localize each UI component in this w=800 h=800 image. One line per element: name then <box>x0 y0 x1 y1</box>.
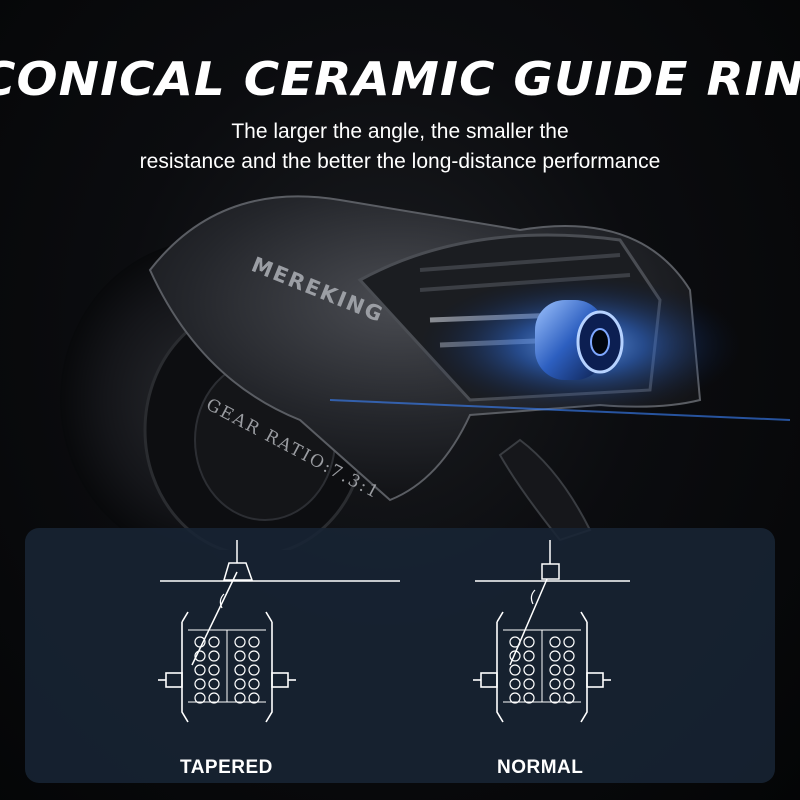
normal-diagram <box>473 540 630 723</box>
tapered-spool-icon <box>158 611 296 723</box>
comparison-panel <box>25 528 775 783</box>
tapered-guide-icon <box>222 562 254 581</box>
normal-spool-icon <box>473 611 611 723</box>
subtitle-line-1: The larger the angle, the smaller the <box>231 120 569 143</box>
tapered-diagram <box>158 540 400 723</box>
normal-guide-icon <box>541 563 560 580</box>
headline: CONICAL CERAMIC GUIDE RING <box>0 52 800 106</box>
normal-label: NORMAL <box>497 757 584 778</box>
tapered-label: TAPERED <box>180 757 273 778</box>
reel-illustration: MEREKING GEAR RATIO:7.3:1 <box>60 195 791 550</box>
subtitle-line-2: resistance and the better the long-dista… <box>139 150 661 173</box>
